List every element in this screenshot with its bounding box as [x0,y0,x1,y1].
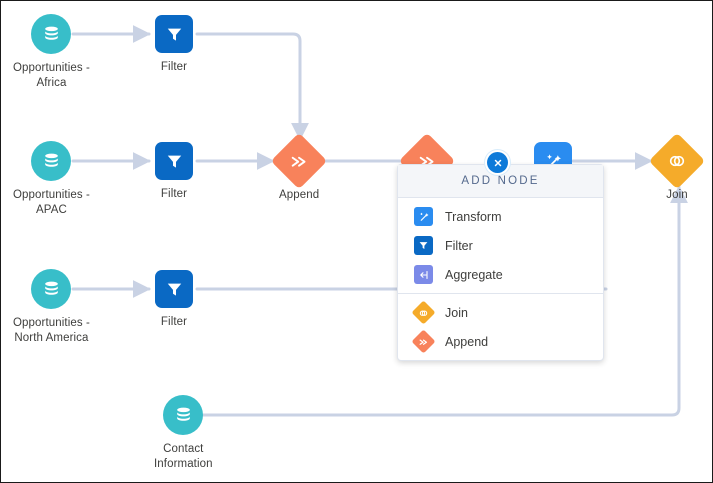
merge-arrow-icon [398,132,456,190]
node-append-1[interactable]: Append [270,132,328,203]
node-label: Join [666,189,688,201]
magic-wand-icon [414,207,433,226]
node-append-2[interactable] [398,132,456,190]
node-dataset-opportunities-north-america[interactable]: Opportunities - North America [13,269,90,346]
node-filter-3[interactable]: Filter [155,270,193,330]
close-icon-inner [487,152,508,173]
add-node-popup: ADD NODE Transform [397,164,604,361]
node-filter-1[interactable]: Filter [155,15,193,75]
node-label: Append [279,189,320,201]
funnel-icon [155,15,193,53]
venn-icon [411,300,436,325]
database-icon [163,395,204,435]
database-icon [31,141,72,181]
node-label: Opportunities - Africa [13,62,90,89]
node-label: Opportunities - APAC [13,189,90,216]
node-dataset-contact-information[interactable]: Contact Information [154,395,213,472]
menu-item-label: Filter [445,238,473,253]
database-icon [31,269,72,309]
menu-item-aggregate[interactable]: Aggregate [398,260,603,289]
venn-icon [648,132,706,190]
merge-arrow-icon [411,329,436,354]
node-label: Opportunities - North America [13,317,90,344]
menu-item-label: Append [445,334,489,349]
node-label: Filter [160,188,188,200]
menu-item-append[interactable]: Append [398,327,603,356]
menu-item-label: Transform [445,209,502,224]
funnel-icon [414,236,433,255]
funnel-icon [155,270,193,308]
node-dataset-opportunities-apac[interactable]: Opportunities - APAC [13,141,90,218]
add-node-group-combines: Join Append [398,293,603,360]
aggregate-icon [414,265,433,284]
menu-item-transform[interactable]: Transform [398,202,603,231]
node-label: Contact Information [154,443,213,470]
add-node-group-transforms: Transform Filter [398,198,603,293]
database-icon [31,14,72,54]
menu-item-label: Aggregate [445,267,503,282]
menu-item-join[interactable]: Join [398,298,603,327]
node-filter-2[interactable]: Filter [155,142,193,202]
close-icon[interactable] [484,149,511,176]
node-join-1[interactable]: Join [648,132,706,203]
node-dataset-opportunities-africa[interactable]: Opportunities - Africa [13,14,90,91]
funnel-icon [155,142,193,180]
menu-item-label: Join [445,305,468,320]
merge-arrow-icon [270,132,328,190]
node-label: Filter [160,316,188,328]
menu-item-filter[interactable]: Filter [398,231,603,260]
node-label: Filter [160,61,188,73]
